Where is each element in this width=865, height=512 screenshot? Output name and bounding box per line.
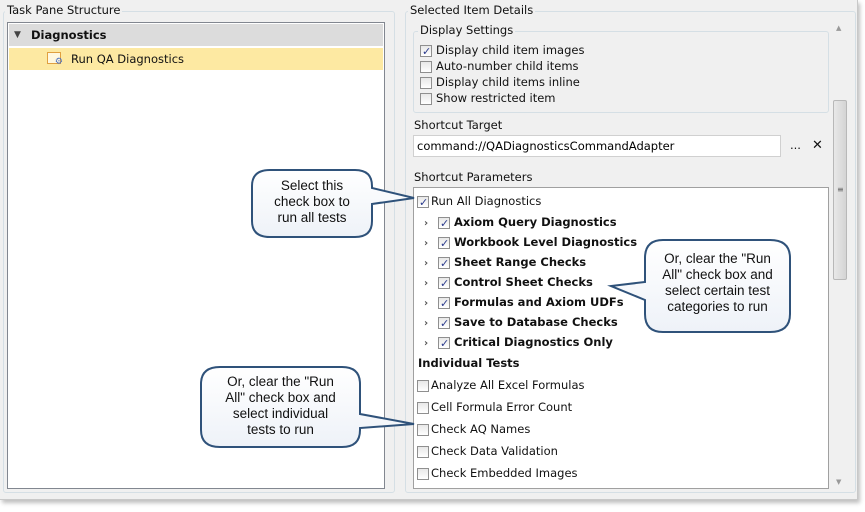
selected-item-details-group (405, 11, 856, 493)
checkbox-icon[interactable] (438, 255, 450, 273)
scroll-down-icon[interactable]: ▼ (836, 478, 842, 486)
scrollbar[interactable]: ▲ ≡ ▼ (832, 22, 848, 488)
callout-categories-shape (607, 239, 791, 333)
category-label: Critical Diagnostics Only (454, 335, 613, 349)
category-row[interactable]: › Control Sheet Checks (424, 273, 593, 293)
checkbox-icon[interactable] (417, 467, 429, 480)
category-label: Axiom Query Diagnostics (454, 215, 617, 229)
checkbox-icon[interactable] (438, 335, 450, 353)
checkbox-icon[interactable] (438, 295, 450, 313)
expand-chevron-icon[interactable]: › (424, 338, 429, 349)
checkbox-checked-icon[interactable] (417, 194, 429, 212)
display-settings-title: Display Settings (418, 23, 516, 37)
callout-individual-shape (200, 366, 415, 448)
category-label: Save to Database Checks (454, 315, 618, 329)
checkbox-label: Display child items inline (436, 75, 580, 89)
tree-node-diagnostics[interactable]: ▼ Diagnostics (9, 24, 383, 46)
checkbox-icon[interactable] (420, 92, 432, 105)
checkbox-icon[interactable] (417, 445, 429, 458)
checkbox-label: Auto-number child items (436, 59, 579, 73)
category-row[interactable]: › Sheet Range Checks (424, 253, 587, 273)
category-row[interactable]: › Workbook Level Diagnostics (424, 233, 638, 253)
collapse-triangle-icon[interactable]: ▼ (14, 30, 21, 40)
test-label: Analyze All Excel Formulas (431, 378, 585, 392)
category-row[interactable]: › Axiom Query Diagnostics (424, 213, 617, 233)
command-gear-icon: ⚙ (47, 52, 63, 67)
tree-node-label: Diagnostics (31, 28, 107, 42)
category-row[interactable]: › Critical Diagnostics Only (424, 333, 613, 353)
category-label: Sheet Range Checks (454, 255, 587, 269)
browse-button[interactable]: ... (790, 138, 801, 152)
checkbox-icon[interactable] (438, 315, 450, 333)
parameters-list[interactable] (413, 187, 829, 489)
test-label: Cell Formula Error Count (431, 400, 573, 414)
checkbox-icon[interactable] (420, 76, 432, 89)
selected-item-details-title: Selected Item Details (408, 3, 536, 17)
checkbox-label: Show restricted item (436, 91, 556, 105)
tree-node-run-qa-diagnostics[interactable]: ⚙ Run QA Diagnostics (9, 48, 383, 70)
individual-tests-header: Individual Tests (418, 356, 520, 370)
checkbox-icon[interactable] (417, 423, 429, 436)
display-settings-group (413, 31, 829, 113)
checkbox-checked-icon[interactable] (420, 43, 432, 61)
checkbox-icon[interactable] (420, 60, 432, 73)
checkbox-display-child-images[interactable]: Display child item images (420, 41, 585, 61)
grip-icon: ≡ (837, 185, 844, 194)
callout-run-all-shape (251, 169, 415, 238)
checkbox-show-restricted[interactable]: Show restricted item (420, 89, 556, 107)
individual-test-row[interactable]: Check Data Validation (417, 442, 558, 460)
category-row[interactable]: › Formulas and Axiom UDFs (424, 293, 624, 313)
shortcut-target-input[interactable] (413, 135, 781, 157)
checkbox-label: Display child item images (436, 43, 585, 57)
checkbox-icon[interactable] (417, 401, 429, 414)
test-label: Check AQ Names (431, 422, 531, 436)
checkbox-display-inline[interactable]: Display child items inline (420, 73, 580, 91)
checkbox-label: Run All Diagnostics (431, 194, 542, 208)
test-label: Check Data Validation (431, 444, 558, 458)
individual-test-row[interactable]: Analyze All Excel Formulas (417, 376, 585, 394)
checkbox-auto-number[interactable]: Auto-number child items (420, 57, 579, 75)
expand-chevron-icon[interactable]: › (424, 218, 429, 229)
scrollbar-thumb[interactable]: ≡ (833, 100, 847, 280)
test-label: Check Embedded Images (431, 466, 578, 480)
expand-chevron-icon[interactable]: › (424, 278, 429, 289)
category-label: Formulas and Axiom UDFs (454, 295, 624, 309)
checkbox-icon[interactable] (438, 235, 450, 253)
category-row[interactable]: › Save to Database Checks (424, 313, 618, 333)
shortcut-parameters-label: Shortcut Parameters (414, 170, 533, 184)
clear-button[interactable]: ✕ (812, 138, 823, 153)
task-pane-structure-group (3, 11, 395, 493)
expand-chevron-icon[interactable]: › (424, 238, 429, 249)
category-label: Control Sheet Checks (454, 275, 593, 289)
tree-node-label: Run QA Diagnostics (71, 52, 185, 66)
checkbox-run-all[interactable]: Run All Diagnostics (417, 192, 542, 212)
individual-test-row[interactable]: Cell Formula Error Count (417, 398, 572, 416)
shortcut-target-label: Shortcut Target (414, 118, 503, 132)
scroll-up-icon[interactable]: ▲ (836, 24, 842, 32)
individual-test-row[interactable]: Check Embedded Images (417, 464, 578, 482)
expand-chevron-icon[interactable]: › (424, 318, 429, 329)
checkbox-icon[interactable] (438, 275, 450, 293)
expand-chevron-icon[interactable]: › (424, 298, 429, 309)
checkbox-icon[interactable] (438, 215, 450, 233)
task-pane-structure-title: Task Pane Structure (5, 3, 123, 17)
expand-chevron-icon[interactable]: › (424, 258, 429, 269)
individual-test-row[interactable]: Check AQ Names (417, 420, 530, 438)
category-label: Workbook Level Diagnostics (454, 235, 638, 249)
checkbox-icon[interactable] (417, 379, 429, 392)
